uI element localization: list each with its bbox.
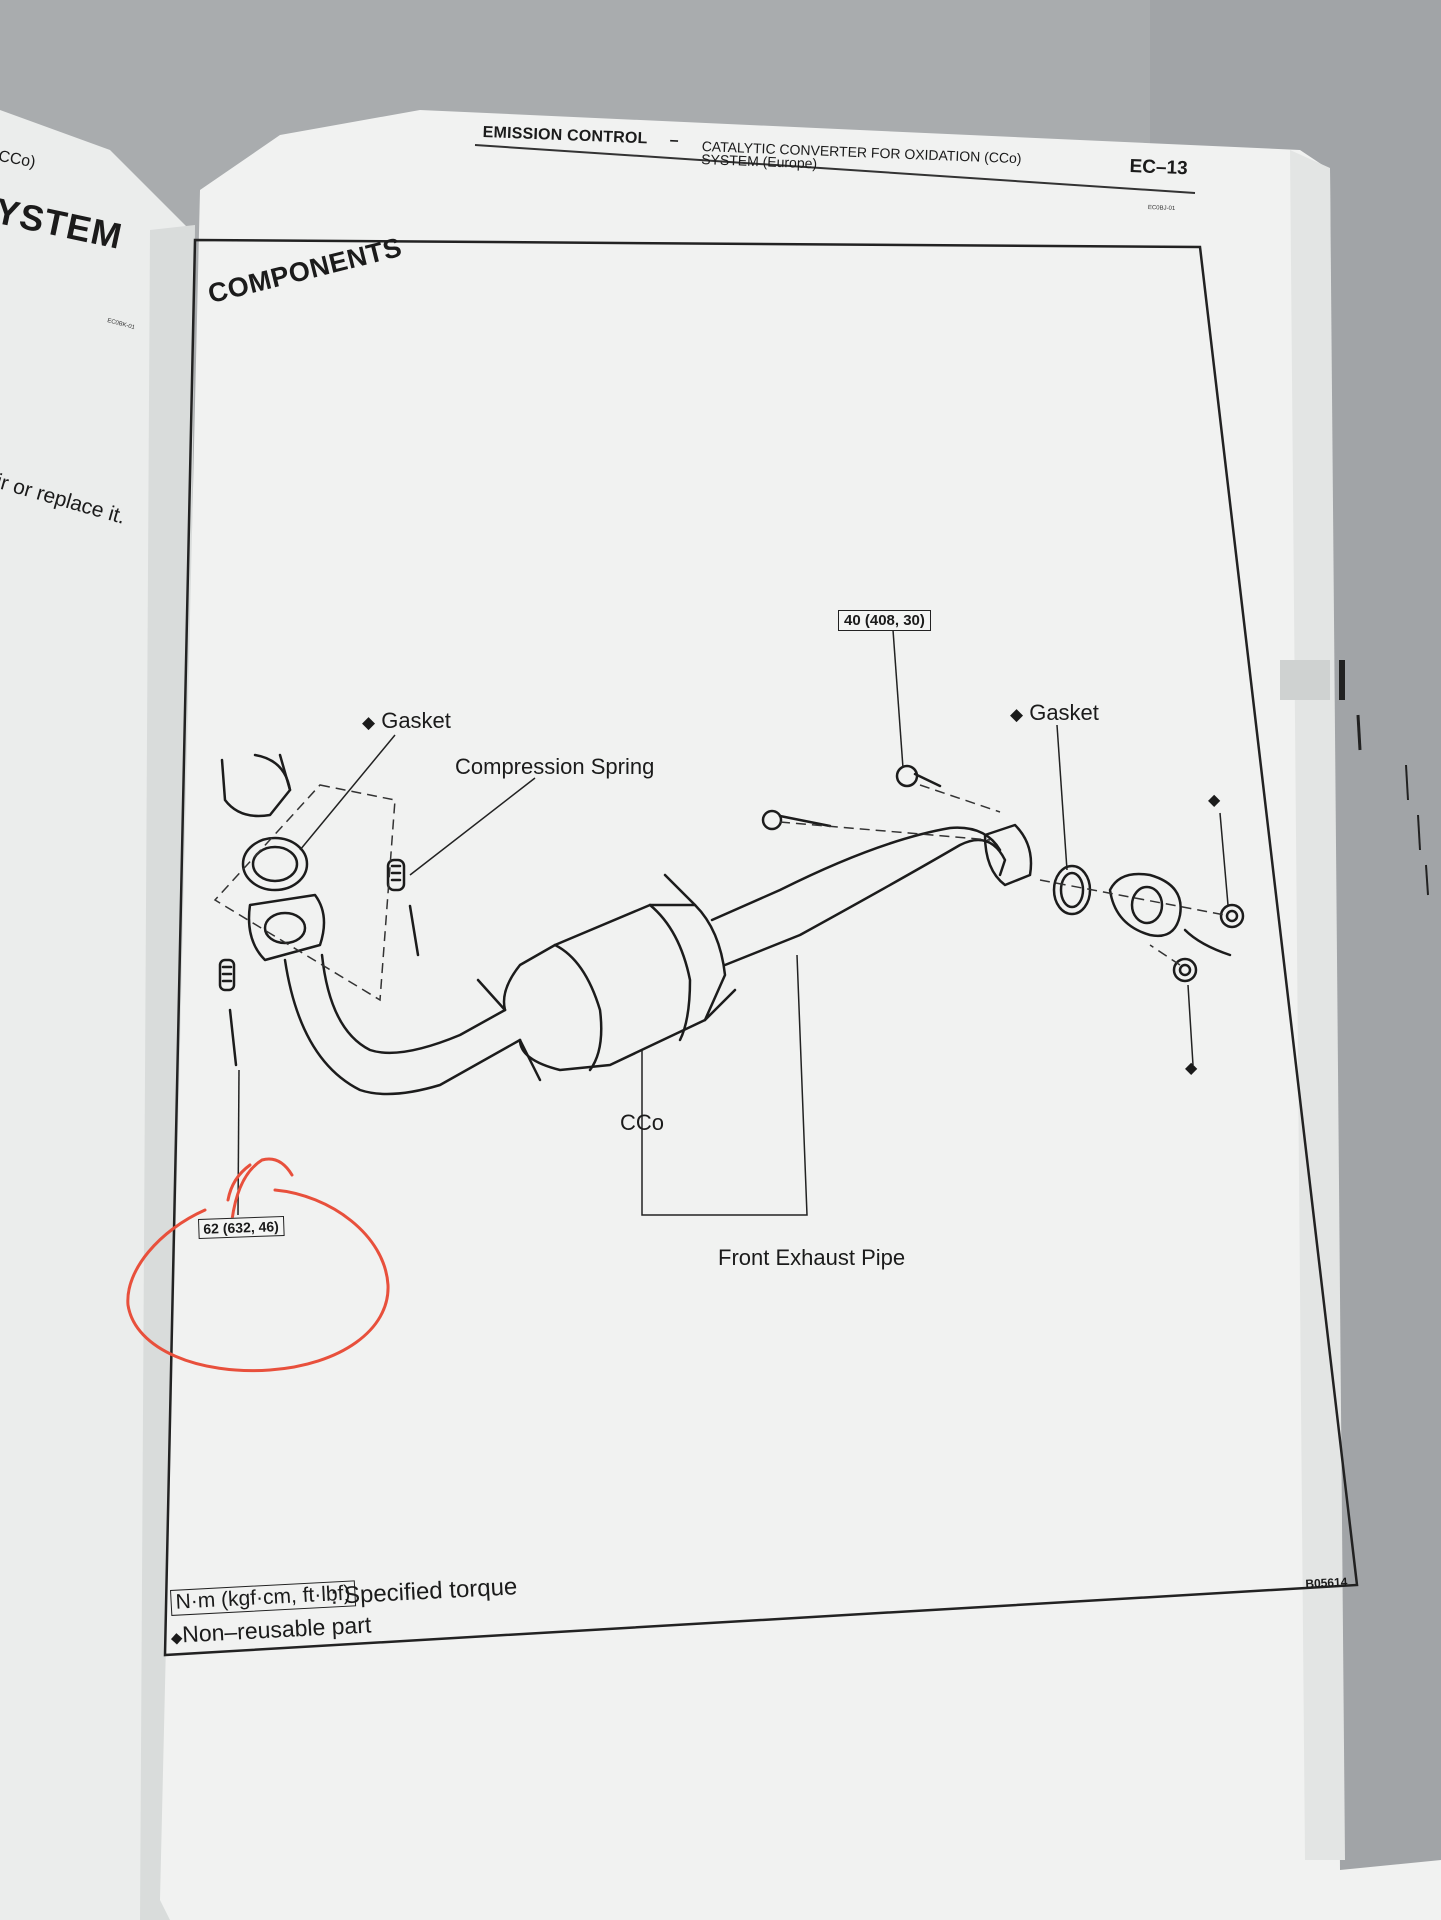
figure-code: B05614 (1305, 1574, 1348, 1591)
header-rule (474, 144, 1196, 194)
diamond-icon: ◆ (362, 713, 376, 732)
diamond-icon: ◆ (170, 1629, 183, 1647)
label-front-exhaust-pipe: Front Exhaust Pipe (718, 1245, 906, 1270)
left-page (0, 110, 190, 1920)
gasket-left-part (241, 836, 309, 892)
label-cco: CCo (620, 1110, 665, 1135)
diamond-icon: ◆ (1185, 1060, 1198, 1077)
flange-left (247, 893, 326, 962)
figure-frame (163, 238, 1359, 1657)
header-separator: – (669, 132, 680, 150)
header-code: EC0BJ-01 (1147, 205, 1176, 213)
label-gasket-left: ◆ Gasket (362, 708, 451, 733)
page-number: EC–13 (1129, 156, 1189, 180)
exhaust-diagram (218, 753, 1245, 1096)
torque-upper: 40 (408, 30) (838, 610, 931, 631)
torque-lower: 62 (632, 46) (198, 1216, 285, 1239)
right-page (160, 110, 1441, 1920)
label-gasket-right: ◆ Gasket (1010, 700, 1099, 725)
diamond-icon: ◆ (1010, 705, 1024, 724)
label-compression-spring: Compression Spring (455, 754, 655, 779)
dashed-guides (213, 784, 1226, 1002)
red-annotation (126, 1157, 390, 1373)
diamond-icon: ◆ (1208, 792, 1221, 809)
